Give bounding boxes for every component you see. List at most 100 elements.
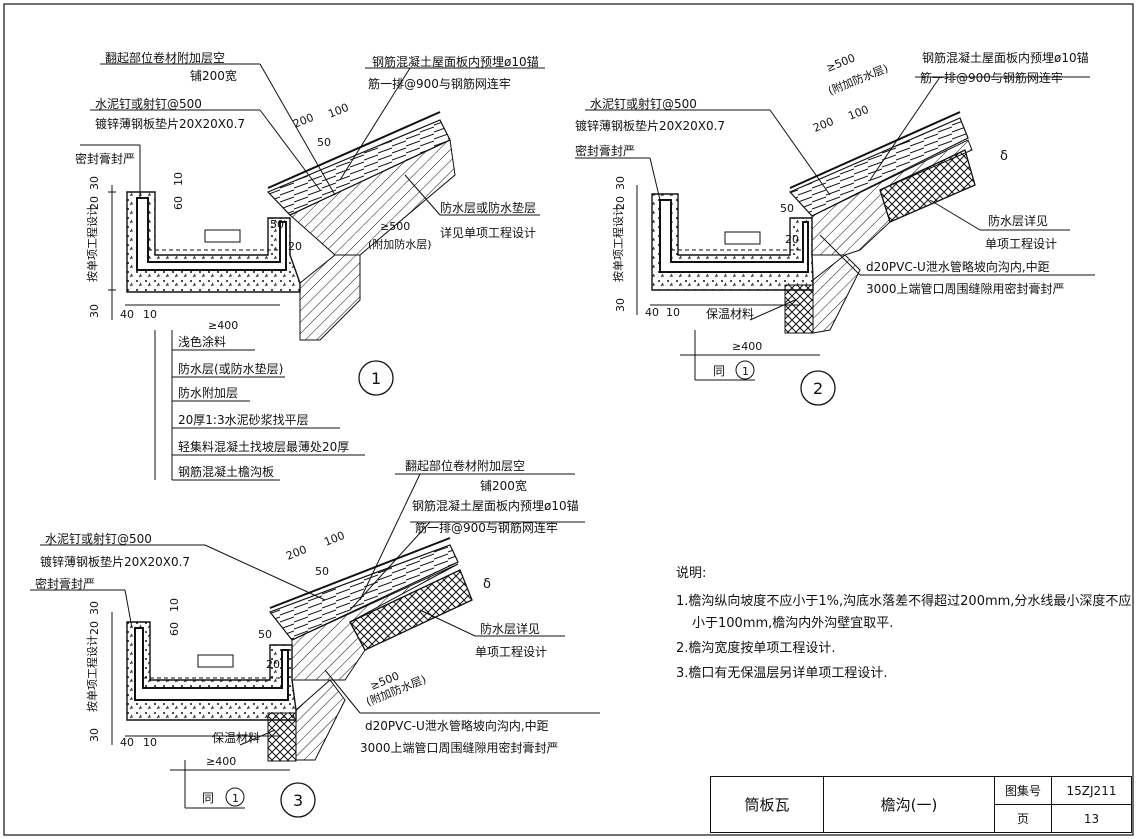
page-value: 13 — [1051, 804, 1132, 833]
d3-fold-b: 铺200宽 — [480, 478, 527, 493]
d3-wp-b: 单项工程设计 — [475, 644, 547, 659]
d1-layer-2: 防水层(或防水垫层) — [178, 361, 283, 376]
d2-same-ref: 1 — [742, 365, 749, 378]
atlas-label: 图集号 — [994, 776, 1052, 805]
d2-wp-b: 单项工程设计 — [985, 236, 1057, 251]
d3-dim-30b: 30 — [88, 728, 101, 742]
d2-dim-200: 200 — [811, 115, 835, 135]
d3-dim-10: 10 — [168, 598, 181, 612]
d1-dim-30a: 30 — [88, 176, 101, 190]
d1-sealant: 密封膏封严 — [75, 151, 135, 166]
d1-anchor-a: 钢筋混凝土屋面板内预埋ø10锚 — [372, 54, 539, 69]
d2-dim-20: 20 — [785, 233, 799, 246]
detail-3-circle — [280, 782, 316, 818]
d3-nail: 水泥钉或射钉@500 — [45, 531, 152, 546]
d3-delta: δ — [483, 577, 491, 592]
d2-pipe-a: d20PVC-U泄水管略坡向沟内,中距 — [866, 259, 1050, 274]
d1-ge500: ≥500 — [380, 220, 410, 233]
notes-line-3: 3.檐口有无保温层另详单项工程设计. — [676, 666, 888, 681]
d3-wp-a: 防水层详见 — [480, 621, 540, 636]
d2-nail: 水泥钉或射钉@500 — [590, 96, 697, 111]
detail-2 — [575, 76, 1095, 406]
d1-number: 1 — [371, 369, 381, 388]
d1-shim: 镀锌薄钢板垫片20X20X0.7 — [95, 116, 245, 131]
d1-wp-a: 防水层或防水垫层 — [440, 200, 536, 215]
d1-layer-1: 浅色涂料 — [178, 334, 226, 349]
notes-heading: 说明: — [676, 566, 707, 581]
d3-pipe-a: d20PVC-U泄水管略坡向沟内,中距 — [365, 718, 549, 733]
detail-1-circle — [358, 360, 394, 396]
title-name-left: 筒板瓦 — [710, 776, 824, 833]
d3-dim-30: 30 — [88, 601, 101, 615]
d1-fold-a: 翻起部位卷材附加层空 — [105, 50, 225, 65]
d3-dim-60: 60 — [168, 622, 181, 636]
d3-depth: 按单项工程设计 — [85, 635, 99, 712]
d2-dim-20b: 20 — [614, 196, 627, 210]
d2-delta: δ — [1000, 149, 1008, 164]
d2-dim-100: 100 — [846, 103, 870, 123]
d2-shim: 镀锌薄钢板垫片20X20X0.7 — [575, 118, 725, 133]
d3-dim-50: 50 — [315, 565, 329, 578]
d1-layer-4: 20厚1:3水泥砂浆找平层 — [178, 412, 309, 427]
d2-anchor-a: 钢筋混凝土屋面板内预埋ø10锚 — [922, 50, 1089, 65]
d3-pipe-b: 3000上端管口周围缝隙用密封膏封严 — [360, 740, 559, 755]
d2-dim-ge400: ≥400 — [732, 340, 762, 353]
atlas-value: 15ZJ211 — [1051, 776, 1132, 805]
d3-dim-10b: 10 — [143, 736, 157, 749]
detail-2-circle — [800, 370, 836, 406]
d1-dim-20: 20 — [288, 240, 302, 253]
d1-dim-20b: 20 — [88, 196, 101, 210]
d3-dim-40: 40 — [120, 736, 134, 749]
detail-1 — [80, 63, 545, 481]
d1-depth: 按单项工程设计 — [85, 205, 99, 282]
d2-dim-10: 10 — [666, 306, 680, 319]
d2-wp-a: 防水层详见 — [988, 213, 1048, 228]
d2-dim-50: 50 — [780, 202, 794, 215]
d1-layer-6: 钢筋混凝土檐沟板 — [178, 464, 274, 479]
d1-dim-100: 100 — [326, 101, 350, 121]
d2-number: 2 — [813, 379, 823, 398]
d1-dim-30b: 30 — [88, 304, 101, 318]
d2-dim-30b: 30 — [614, 298, 627, 312]
d1-dim-10b: 10 — [143, 308, 157, 321]
d3-dim-20b: 20 — [88, 621, 101, 635]
title-block: 筒板瓦 檐沟(一) 图集号 15ZJ211 页 13 — [710, 776, 1132, 833]
notes-line-1: 1.檐沟纵向坡度不应小于1%,沟底水落差不得超过200mm,分水线最小深度不应 — [676, 594, 1132, 609]
d3-shim: 镀锌薄钢板垫片20X20X0.7 — [40, 554, 190, 569]
d1-extra: (附加防水层) — [368, 237, 432, 251]
notes-line-2: 2.檐沟宽度按单项工程设计. — [676, 641, 836, 656]
d3-anchor-b: 筋一排@900与钢筋网连牢 — [415, 520, 558, 535]
d1-wp-b: 详见单项工程设计 — [440, 225, 536, 240]
d1-nail: 水泥钉或射钉@500 — [95, 96, 202, 111]
d3-dim-50b: 50 — [258, 628, 272, 641]
d1-dim-60: 60 — [172, 196, 185, 210]
d3-dim-20: 20 — [266, 658, 280, 671]
d3-sealant: 密封膏封严 — [35, 576, 95, 591]
d3-anchor-a: 钢筋混凝土屋面板内预埋ø10锚 — [412, 498, 579, 513]
d3-number: 3 — [293, 791, 303, 810]
d2-dim-30: 30 — [614, 176, 627, 190]
d1-anchor-b: 筋一排@900与钢筋网连牢 — [368, 76, 511, 91]
d3-dim-ge400: ≥400 — [206, 755, 236, 768]
d1-dim-10: 10 — [172, 172, 185, 186]
d1-layer-5: 轻集料混凝土找坡层最薄处20厚 — [178, 439, 349, 454]
sheet-border — [3, 3, 1134, 836]
d3-same-as: 同 — [202, 791, 214, 805]
d1-dim-50b: 50 — [270, 218, 284, 231]
d1-layer-3: 防水附加层 — [178, 385, 238, 400]
d1-dim-40: 40 — [120, 308, 134, 321]
page-label: 页 — [994, 804, 1052, 833]
detail-3 — [30, 473, 600, 818]
d3-same-ref: 1 — [232, 792, 239, 805]
d1-dim-200: 200 — [291, 111, 315, 131]
title-name-right: 檐沟(一) — [823, 776, 995, 833]
d3-dim-100: 100 — [322, 529, 346, 549]
notes-line-1b: 小于100mm,檐沟内外沟壁宜取平. — [692, 616, 894, 631]
d2-ge500: ≥500 — [824, 51, 857, 74]
d1-dim-50a: 50 — [317, 136, 331, 149]
d2-dim-40: 40 — [645, 306, 659, 319]
d3-fold-a: 翻起部位卷材附加层空 — [405, 458, 525, 473]
d2-same-as: 同 — [713, 364, 725, 378]
d2-sealant: 密封膏封严 — [575, 143, 635, 158]
